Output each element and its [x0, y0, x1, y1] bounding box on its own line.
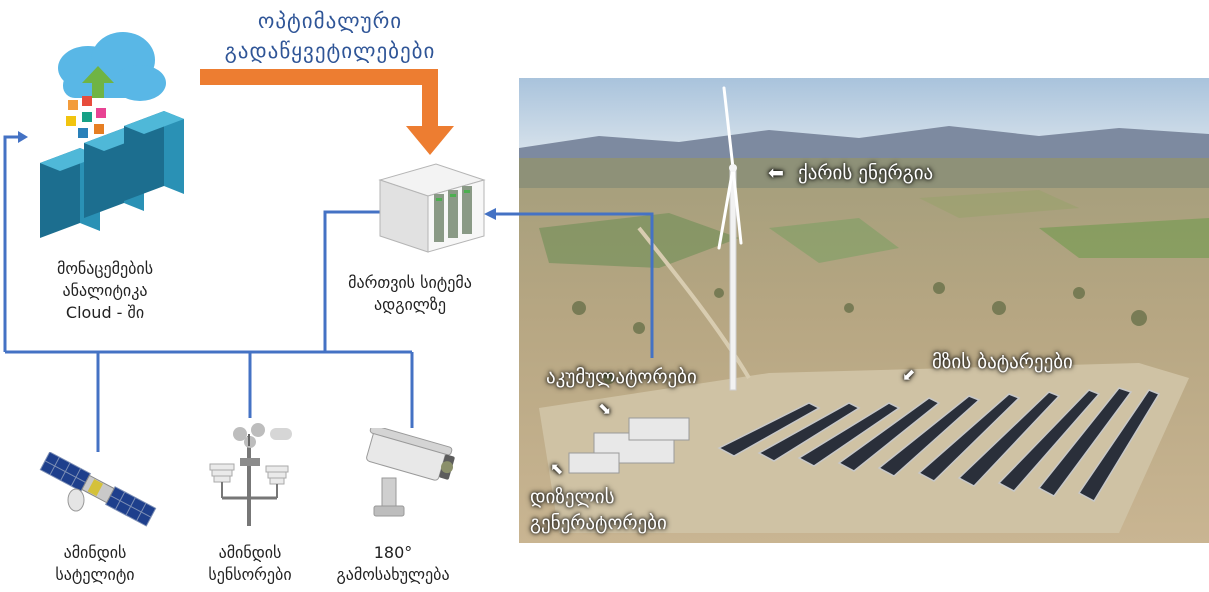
white-arrow-icon: ⬅ [768, 162, 784, 184]
cloud-analytics-icon [38, 28, 188, 253]
sensors-label-line-2: სენსორები [208, 565, 292, 584]
diesel-arrow-icon: ⬉ [550, 459, 564, 478]
solar-wind-site-photo [519, 78, 1209, 543]
solar-arrow-icon: ⬋ [902, 365, 916, 384]
decisions-line-1: ოპტიმალური [257, 9, 403, 33]
optimal-decisions-title: ოპტიმალური გადაწყვეტილებები [170, 6, 490, 66]
wind-energy-label: ⬅ ქარის ენერგია [768, 160, 934, 186]
camera-icon [358, 424, 458, 528]
weather-sensor-icon [200, 418, 300, 528]
diesel-line-2: გენერატორები [530, 512, 667, 534]
accumulators-label: აკუმულატორები [546, 366, 697, 388]
satellite-label-line-1: ამინდის [63, 543, 127, 562]
sensors-label-line-1: ამინდის [218, 543, 282, 562]
decisions-line-2: გადაწყვეტილებები [224, 39, 436, 63]
cloud-label-line-2: ანალიტიკა [62, 281, 148, 300]
diesel-generators-label: დიზელის გენერატორები [530, 484, 667, 536]
cloud-analytics-label: მონაცემების ანალიტიკა Cloud - ში [20, 258, 190, 324]
accumulator-arrow-icon: ⬊ [598, 399, 612, 418]
weather-sensors-label: ამინდის სენსორები [180, 542, 320, 586]
camera-label-line-1: 180° [373, 543, 413, 562]
satellite-label: ამინდის სატელიტი [30, 542, 160, 586]
site-photo-illustration [519, 78, 1209, 543]
server-rack-icon [376, 160, 488, 255]
camera-label: 180° გამოსახულება [318, 542, 468, 586]
wind-energy-text: ქარის ენერგია [798, 162, 934, 184]
cloud-label-line-1: მონაცემების [56, 259, 154, 278]
satellite-icon [38, 451, 158, 527]
satellite-label-line-2: სატელიტი [55, 565, 135, 584]
control-system-label: მართვის სიტემა ადგილზე [320, 272, 500, 316]
control-label-line-2: ადგილზე [374, 295, 446, 314]
camera-label-line-2: გამოსახულება [336, 565, 450, 584]
control-label-line-1: მართვის სიტემა [348, 273, 472, 292]
solar-batteries-label: მზის ბატარეები [932, 351, 1073, 373]
diesel-line-1: დიზელის [530, 486, 615, 508]
cloud-label-line-3: Cloud - ში [65, 303, 145, 322]
